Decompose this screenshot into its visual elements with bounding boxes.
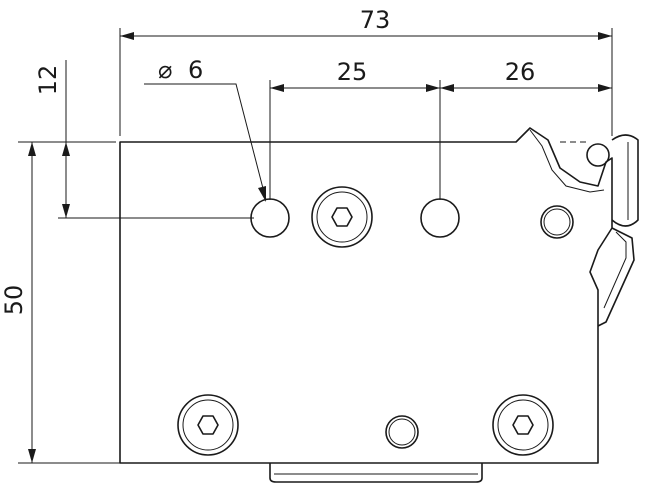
pivot-pin [586, 143, 610, 167]
bottom-lip [269, 463, 483, 483]
hole-right [420, 198, 460, 238]
latch-tab [611, 134, 639, 227]
hook-inner-contour [529, 129, 605, 193]
label-hole-spacing: 25 [337, 58, 368, 86]
diameter-leader [144, 83, 267, 201]
hex-screw-bottom-left [177, 394, 239, 456]
label-overall-width: 73 [360, 6, 391, 34]
dimension-lines [18, 28, 613, 464]
hex-screw-top [311, 186, 373, 248]
small-hole-right [540, 205, 574, 239]
label-height: 50 [0, 285, 28, 316]
small-hole-bottom-inner [388, 418, 416, 446]
label-top-offset: 12 [34, 65, 62, 96]
label-diameter: 6 [188, 56, 203, 84]
small-hole-right-inner [543, 208, 571, 236]
plate-body [119, 127, 613, 464]
dimension-labels: 73 25 26 ⌀ 6 12 50 [0, 6, 535, 315]
diameter-symbol: ⌀ [158, 56, 172, 84]
side-flange-inner [603, 231, 627, 309]
small-hole-bottom [385, 415, 419, 449]
holes [250, 198, 574, 449]
side-flange [597, 227, 635, 327]
hex-screw-bottom-right [492, 394, 554, 456]
screws [177, 186, 554, 456]
label-edge-offset: 26 [505, 58, 536, 86]
hole-dia-6 [250, 198, 290, 238]
part-outline [119, 127, 639, 483]
